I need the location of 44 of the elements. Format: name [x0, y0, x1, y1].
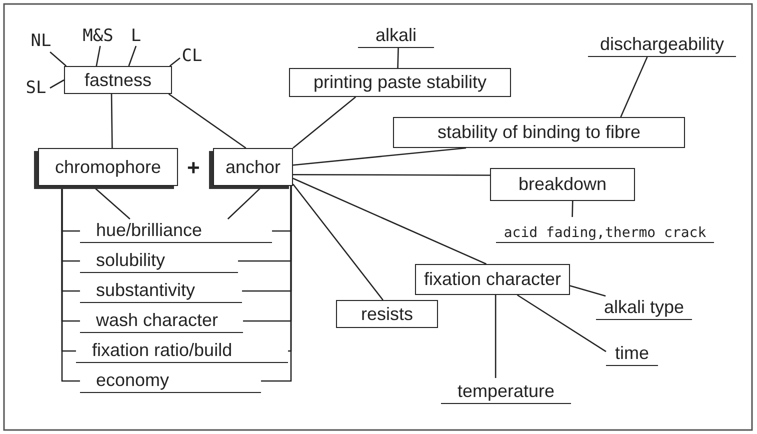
- underlined-term: temperature: [441, 378, 571, 404]
- underlined-term: time: [606, 342, 658, 366]
- underlined-term: fixation ratio/build: [76, 339, 288, 363]
- connector-line: [293, 174, 490, 176]
- concept-box: resists: [336, 300, 438, 328]
- underlined-term: wash character: [80, 309, 243, 333]
- connector-line: [50, 79, 64, 89]
- fastness-type-label: SL: [22, 78, 50, 98]
- fastness-type-label: NL: [28, 30, 54, 52]
- connector-line: [292, 184, 384, 300]
- connector-line: [61, 186, 80, 382]
- concept-box: stability of binding to fibre: [393, 117, 685, 148]
- connector-line: [292, 178, 487, 265]
- connector-line: [168, 93, 246, 149]
- connector-line: [572, 200, 574, 218]
- underlined-term: alkali: [358, 26, 434, 48]
- connector-line: [128, 46, 137, 66]
- connector-line: [292, 147, 466, 166]
- connector-line: [620, 56, 648, 118]
- underlined-term: hue/brilliance: [80, 219, 272, 243]
- connector-line: [292, 96, 356, 148]
- underlined-term: alkali type: [596, 296, 692, 320]
- fastness-type-label: CL: [180, 46, 204, 66]
- concept-box: printing paste stability: [289, 68, 511, 97]
- connector-line: [494, 295, 496, 378]
- underlined-term: economy: [80, 369, 261, 393]
- connector-line: [110, 94, 113, 148]
- underlined-term: dischargeability: [588, 30, 736, 57]
- fastness-type-label: L: [128, 26, 144, 46]
- concept-box: breakdown: [490, 168, 635, 201]
- connector-line: [261, 186, 292, 382]
- underlined-term: substantivity: [80, 279, 242, 303]
- underlined-term: acid fading,thermo crack: [496, 217, 714, 243]
- fastness-type-label: M&S: [76, 26, 120, 46]
- plus-sign: +: [187, 155, 200, 181]
- connector-line: [96, 46, 101, 66]
- concept-box: fixation character: [415, 264, 570, 295]
- connector-line: [169, 57, 180, 67]
- underlined-term: solubility: [80, 249, 238, 273]
- connector-line: [570, 285, 606, 297]
- connector-line: [516, 294, 606, 352]
- connector-line: [50, 52, 67, 66]
- concept-box: fastness: [64, 66, 172, 94]
- connector-line: [397, 48, 399, 68]
